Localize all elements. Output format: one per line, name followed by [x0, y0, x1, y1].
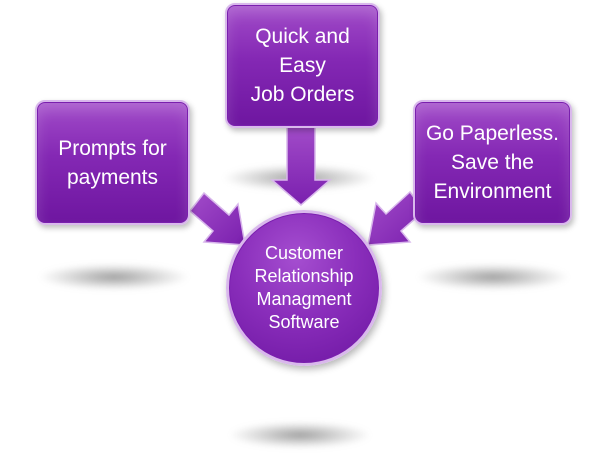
arrow-left-to-center [188, 191, 246, 246]
node-label: Go Paperless. Save the Environment [425, 122, 560, 203]
center-node-crm-software: Customer Relationship Managment Software [226, 210, 382, 366]
node-quick-and-easy-job-orders: Quick and Easy Job Orders [225, 3, 380, 128]
node-prompts-for-payments: Prompts for payments [35, 100, 190, 225]
circle-reflection [230, 422, 370, 448]
right-box-reflection [418, 264, 568, 290]
center-node-label: Customer Relationship Managment Software [254, 243, 354, 332]
node-label: Prompts for payments [58, 136, 167, 189]
arrow-top-to-center [269, 125, 333, 206]
node-label: Quick and Easy Job Orders [250, 25, 355, 106]
left-box-reflection [40, 264, 188, 290]
node-go-paperless: Go Paperless. Save the Environment [413, 100, 572, 225]
